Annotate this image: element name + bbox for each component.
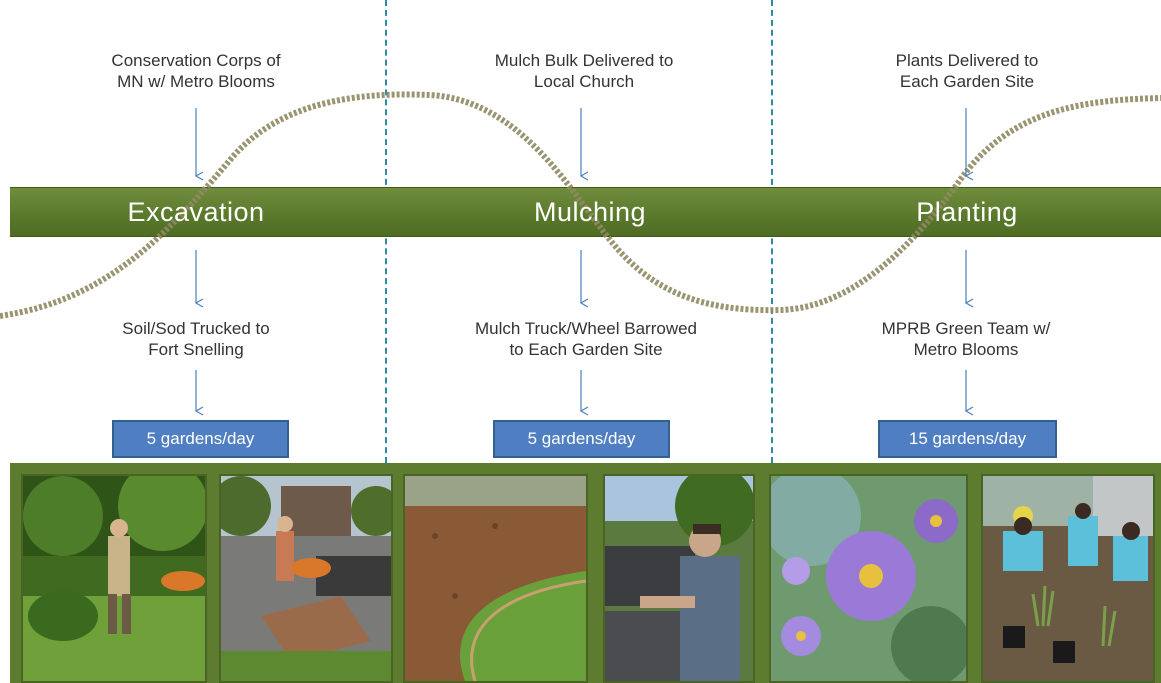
phase-name-planting: Planting [916,197,1018,227]
planting-output-label: MPRB Green Team w/ Metro Blooms [881,319,1051,359]
photo-purple-aster-flowers [769,474,968,683]
photo-mulched-garden-bed [403,474,588,683]
excavation-output-label: Soil/Sod Trucked to Fort Snelling [122,319,270,359]
planting-rate-box: 15 gardens/day [878,420,1057,458]
mulching-rate-box: 5 gardens/day [493,420,670,458]
photo-worker-wheelbarrow-street [219,474,393,683]
phase-name-excavation: Excavation [127,197,265,227]
dotted-wave [0,91,1161,319]
excavation-input-label: Conservation Corps of MN w/ Metro Blooms [111,51,281,91]
photo-man-at-truck-bed [603,474,755,683]
phase-name-mulching: Mulching [533,197,647,227]
mulching-input-label: Mulch Bulk Delivered to Local Church [494,51,674,91]
photo-worker-shoveling-yard [21,474,207,683]
photo-team-planting-garden [981,474,1155,683]
excavation-rate-box: 5 gardens/day [112,420,289,458]
planting-input-label: Plants Delivered to Each Garden Site [895,51,1039,91]
mulching-output-label: Mulch Truck/Wheel Barrowed to Each Garde… [474,319,698,359]
aster-large [826,531,916,621]
